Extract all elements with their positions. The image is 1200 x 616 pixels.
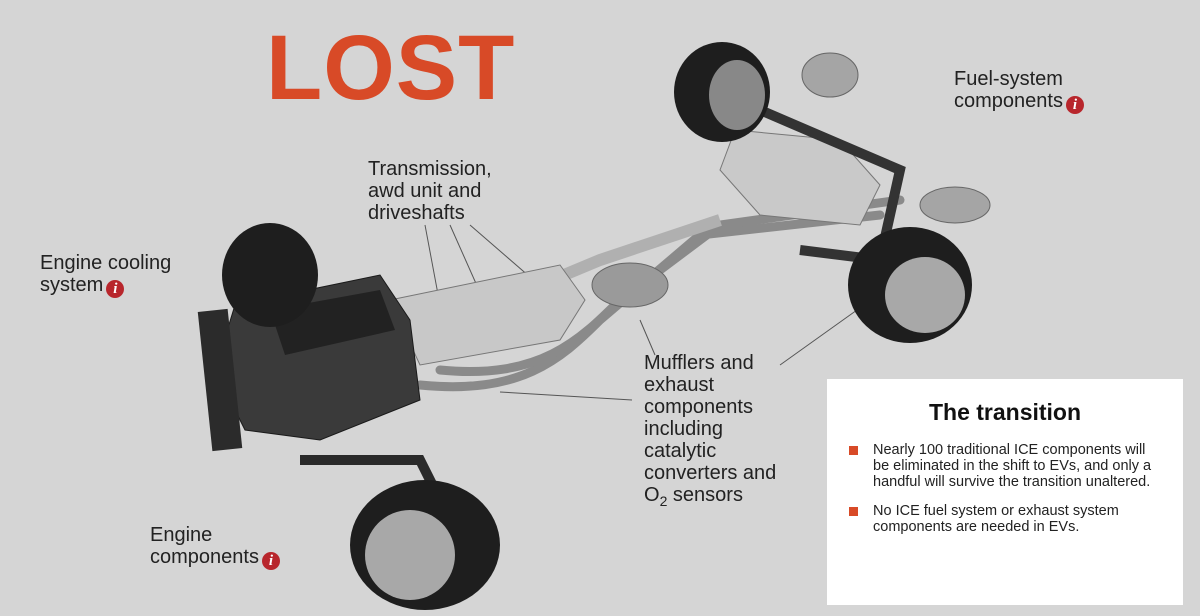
info-icon[interactable]: i — [106, 280, 125, 298]
transition-heading: The transition — [928, 399, 1082, 425]
bullet-square-icon — [849, 446, 858, 455]
label-text: including — [644, 418, 723, 440]
leader-lines — [424, 224, 886, 401]
label-text: system — [40, 274, 104, 296]
label-text: Fuel-system — [954, 68, 1063, 90]
label-text: driveshafts — [368, 202, 465, 224]
label-text: catalytic — [644, 440, 717, 462]
label-transmission: Transmission, awd unit and driveshafts — [368, 158, 492, 224]
label-text: Mufflers and — [644, 352, 754, 374]
wheels — [222, 42, 972, 610]
info-icon[interactable]: i — [1065, 96, 1084, 114]
label-text: exhaust — [644, 374, 715, 396]
label-text: Transmission, — [368, 158, 492, 180]
list-item: Nearly 100 traditional ICE components wi… — [847, 442, 1163, 490]
bullet-text: Nearly 100 traditional ICE components wi… — [873, 442, 1152, 490]
subscript: 2 — [659, 493, 668, 509]
label-text: components — [644, 396, 753, 418]
page-title: LOST — [266, 17, 516, 119]
bullet-text: No ICE fuel system or exhaust system com… — [873, 503, 1119, 535]
transition-list: Nearly 100 traditional ICE components wi… — [827, 442, 1183, 535]
info-icon[interactable]: i — [261, 552, 280, 570]
label-text: sensors — [667, 484, 743, 506]
label-text: converters and — [644, 462, 777, 484]
label-text: components — [954, 90, 1063, 112]
label-text: components — [150, 546, 259, 568]
label-text: O — [644, 484, 660, 506]
label-text: O2 sensors — [644, 484, 776, 512]
list-item: No ICE fuel system or exhaust system com… — [847, 503, 1163, 535]
label-text: awd unit and — [368, 180, 482, 202]
bullet-square-icon — [849, 507, 858, 516]
label-text: Engine cooling — [40, 252, 172, 274]
label-mufflers-exhaust: Mufflers and exhaust components includin… — [644, 352, 776, 512]
transition-box: The transition Nearly 100 traditional IC… — [827, 379, 1183, 605]
label-text: Engine — [150, 524, 213, 546]
